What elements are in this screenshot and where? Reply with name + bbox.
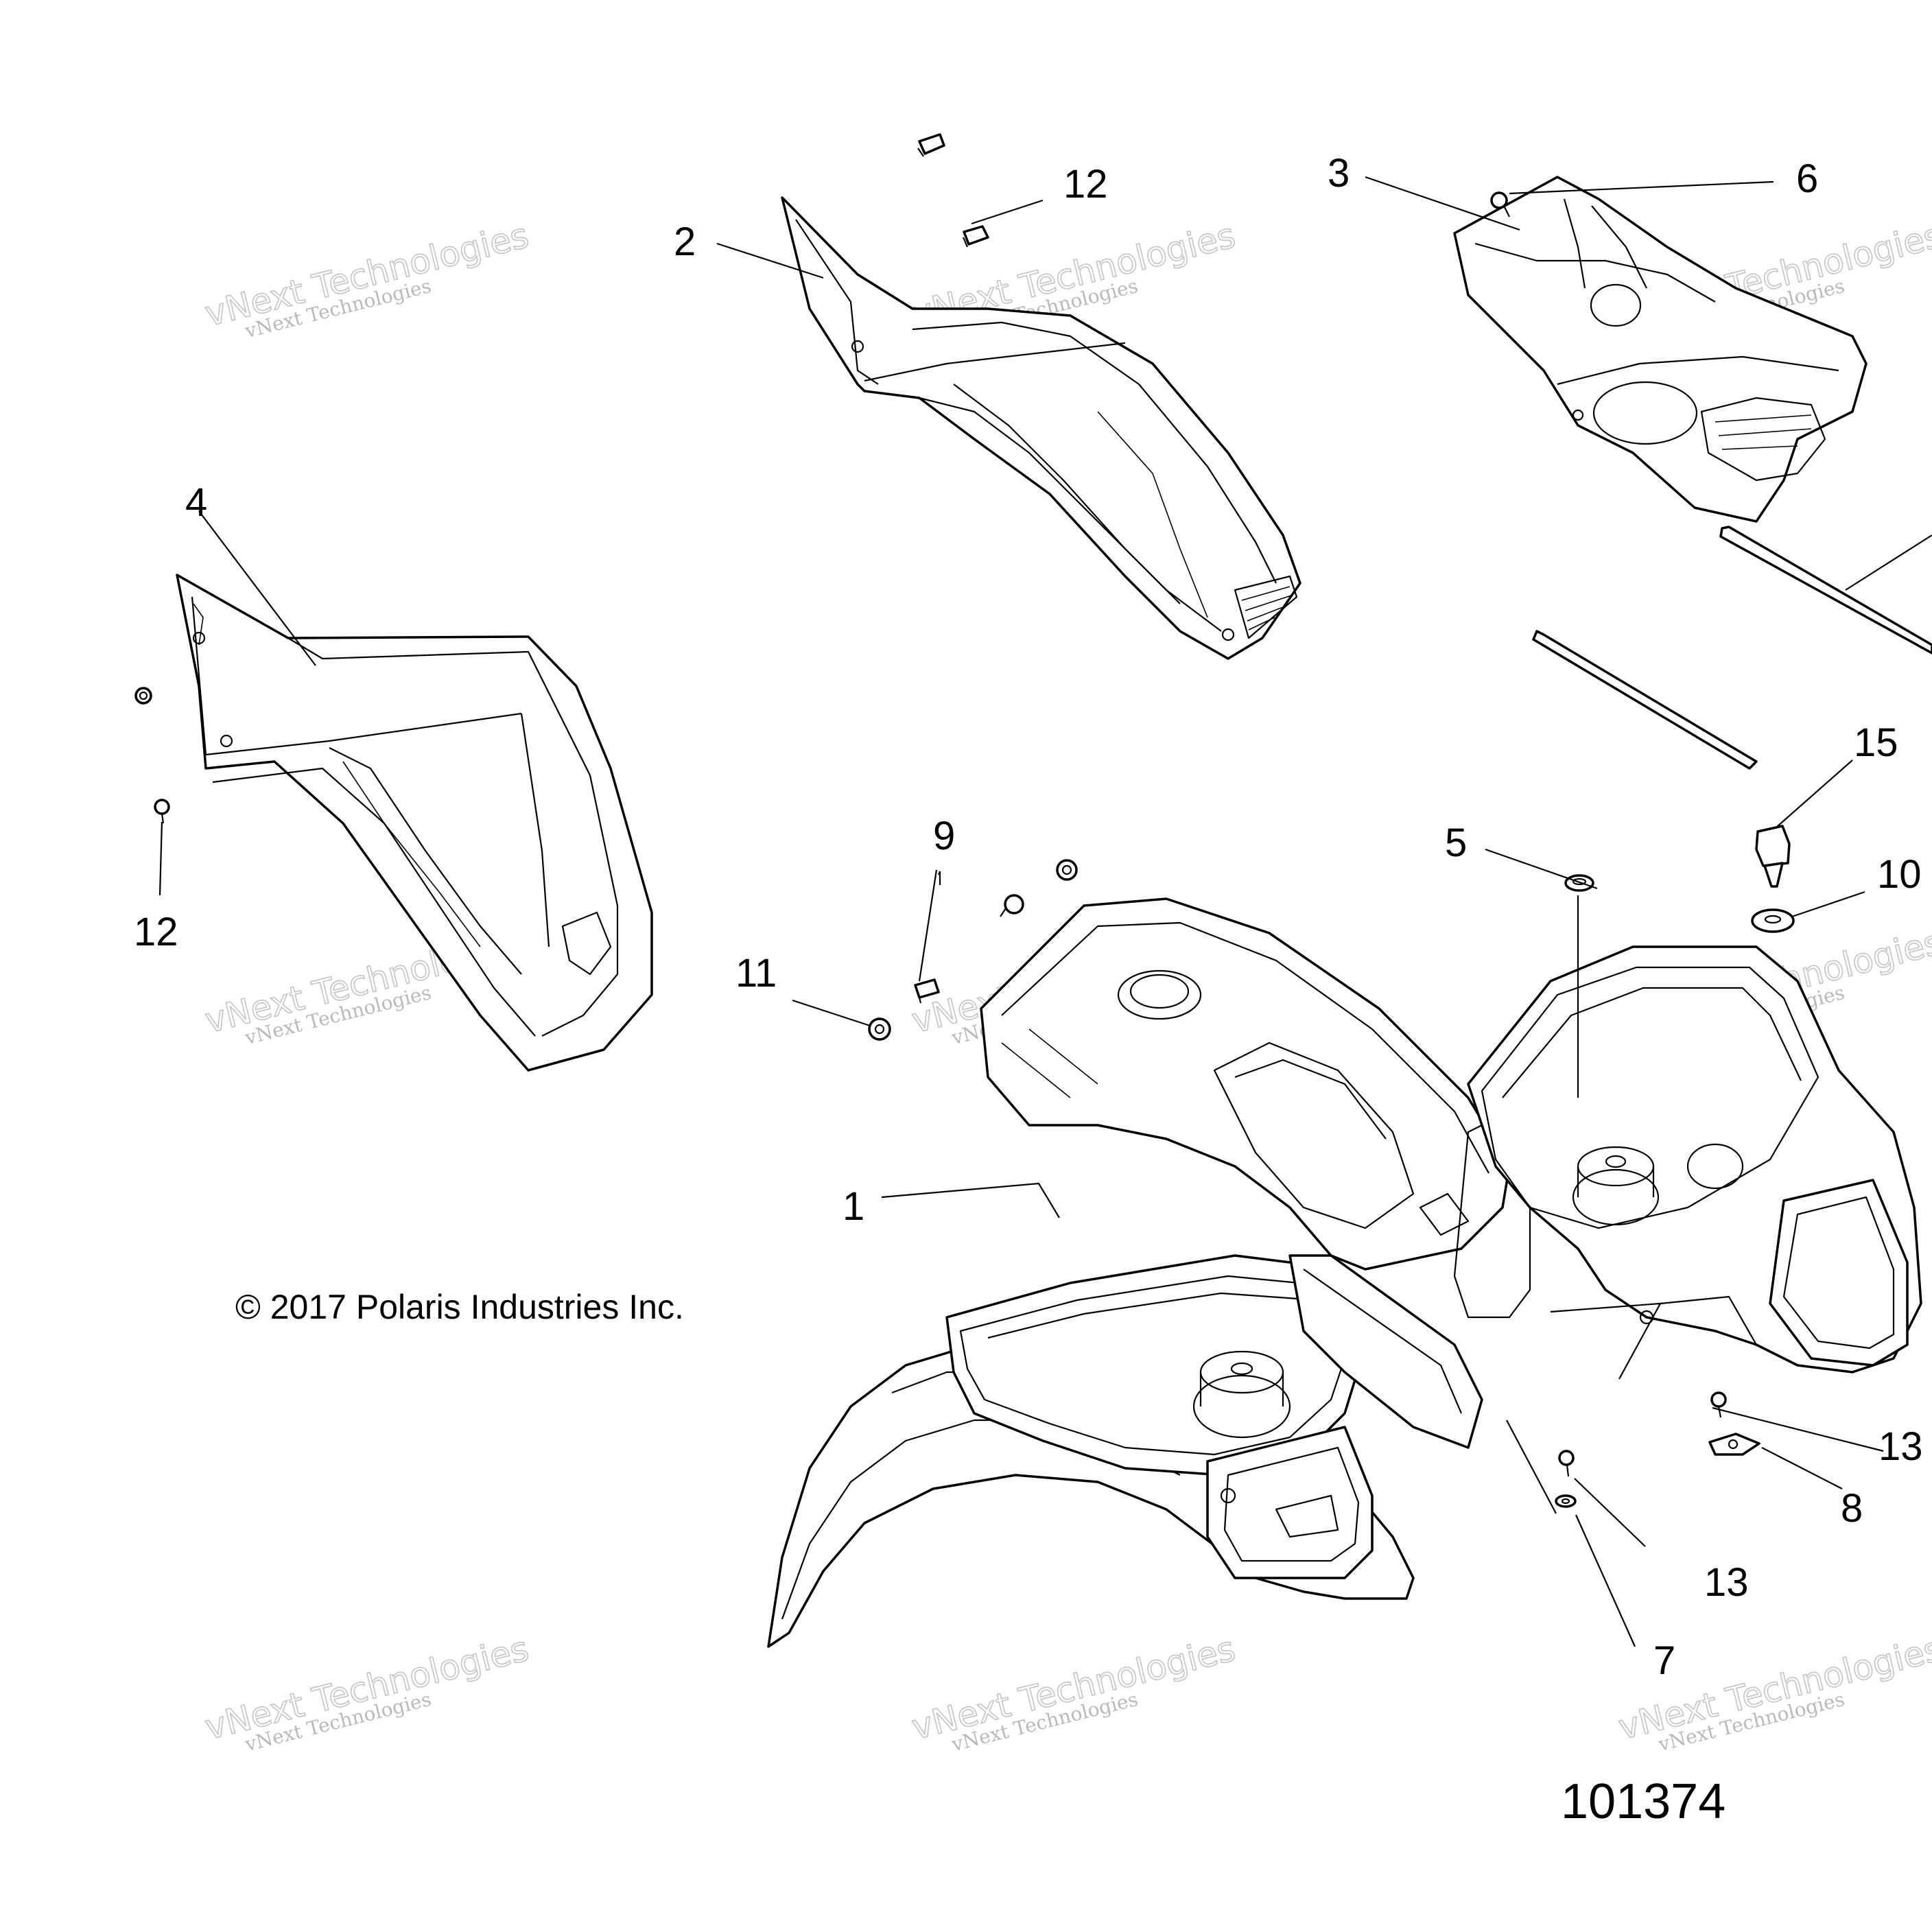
callout-12-left: 12 (134, 910, 178, 954)
callout-8: 8 (1841, 1486, 1863, 1531)
part-2-side-panel (781, 196, 1301, 660)
screw-icon (1558, 1450, 1575, 1477)
callout-3: 3 (1328, 151, 1350, 196)
right-fuel-cap (1572, 1143, 1744, 1226)
clip-icon (134, 687, 152, 705)
leader-lines (158, 176, 1884, 1647)
clip-icon (154, 799, 170, 824)
callout-1: 1 (843, 1184, 864, 1229)
diagram-number: 101374 (1561, 1774, 1725, 1829)
push-rivet-icon (962, 225, 989, 248)
callout-4: 4 (185, 480, 207, 525)
vent-grille (1234, 575, 1298, 639)
bolt-icon (1000, 894, 1024, 917)
nut-icon (1056, 859, 1078, 881)
callout-11: 11 (735, 951, 777, 996)
screw-icon (1490, 191, 1510, 217)
left-fuel-cap (1192, 1350, 1291, 1439)
callout-9: 9 (933, 814, 955, 858)
watermark: vNext Technologies vNext Technologies (201, 215, 533, 342)
nut-icon (868, 1017, 891, 1041)
callout-10: 10 (1877, 852, 1922, 897)
rods (1532, 526, 1932, 770)
callout-2: 2 (674, 220, 696, 264)
svg-text:vNext Technologies: vNext Technologies (201, 215, 532, 334)
svg-text:vNext Technologies: vNext Technologies (908, 1629, 1239, 1747)
callout-6: 6 (1796, 156, 1818, 201)
screw-icon (1710, 1391, 1727, 1418)
part-1-front-fender (767, 897, 1922, 1648)
bolt-icon (1755, 825, 1791, 888)
callout-13-lower: 13 (1704, 1560, 1749, 1605)
copyright-notice: © 2017 Polaris Industries Inc. (235, 1288, 684, 1326)
callout-12-top: 12 (1063, 162, 1108, 207)
washer-icon (1555, 1494, 1577, 1508)
callout-numbers: 1 2 3 4 5 6 7 8 9 10 11 12 12 13 13 15 (134, 151, 1923, 1683)
bolt-icon (914, 978, 940, 1004)
callout-15: 15 (1854, 720, 1898, 765)
watermark: vNext Technologies vNext Technologies (908, 1628, 1240, 1756)
part-3-console (1453, 176, 1868, 523)
plate-icon (1708, 1433, 1760, 1456)
svg-text:vNext Technologies: vNext Technologies (201, 1629, 532, 1747)
push-rivet-icon (917, 133, 945, 157)
part-4-side-panel (176, 574, 653, 1072)
watermark: vNext Technologies vNext Technologies (201, 1628, 533, 1756)
callout-5: 5 (1445, 821, 1467, 865)
callout-13-right: 13 (1878, 1424, 1923, 1469)
callout-7: 7 (1653, 1638, 1675, 1683)
washer-icon (1751, 908, 1795, 933)
